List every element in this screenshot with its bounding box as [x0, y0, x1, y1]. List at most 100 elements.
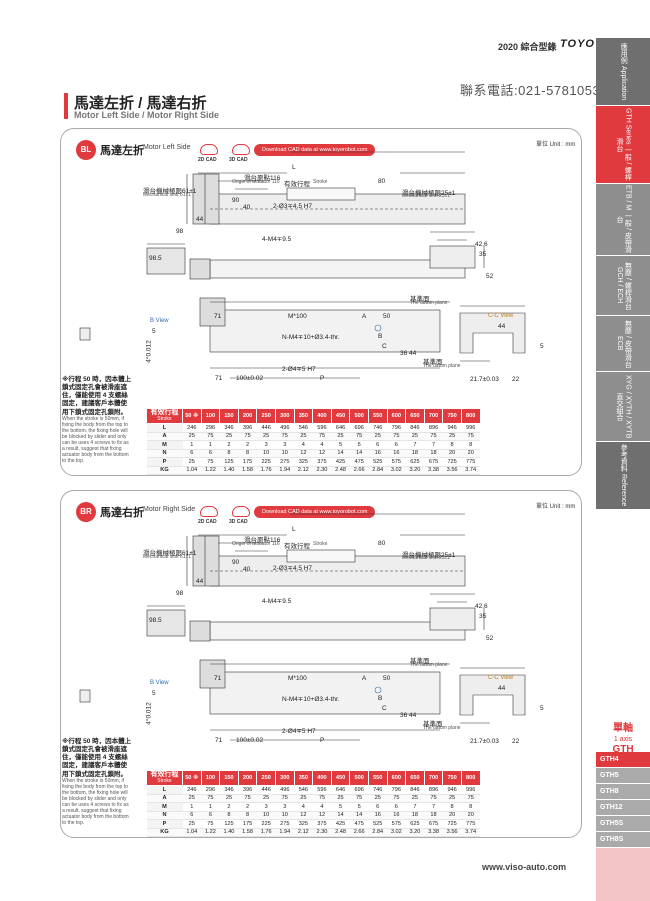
- mech-limit-left-en: Mechanical limit 61±1: [143, 192, 192, 198]
- table-cell: 75: [387, 794, 406, 803]
- technical-drawing: [79, 513, 526, 741]
- model-tab-gth5s[interactable]: GTH5S: [596, 816, 650, 832]
- row-header: L: [146, 423, 183, 433]
- motor-front: [192, 535, 220, 587]
- download-cad-button[interactable]: Download CAD data at www.toyorobot.com: [254, 506, 376, 518]
- model-tab-gth8[interactable]: GTH8: [596, 784, 650, 800]
- section-mark-B: B: [378, 695, 383, 702]
- cad-3d-cloud-icon[interactable]: [232, 506, 250, 517]
- stroke-col-header: 800: [460, 770, 481, 786]
- model-tab-gth4[interactable]: GTH4: [596, 752, 650, 768]
- dim-71-b: 71: [215, 737, 223, 744]
- table-cell: 1.40: [219, 466, 239, 475]
- model-tab-gth5[interactable]: GTH5: [596, 768, 650, 784]
- dim-71: 71: [214, 313, 222, 320]
- table-cell: 75: [201, 432, 220, 441]
- sidebar-tab-gth[interactable]: GTH Series 一般 / 螺桿滑台: [596, 106, 650, 184]
- table-cell: 3: [275, 802, 295, 812]
- table-cell: 725: [442, 819, 462, 829]
- table-cell: 20: [442, 449, 462, 458]
- sidebar-tab-gch[interactable]: 無塵 / 螺桿滑台 GCH / ECH: [596, 256, 650, 316]
- sidebar-tab-xyg[interactable]: XYG / XYTH / XYTB 直交組合: [596, 372, 650, 442]
- sidebar-tab-etb[interactable]: ETB / M 一般 / 皮帶滑台: [596, 184, 650, 256]
- model-tab-gth12[interactable]: GTH12: [596, 800, 650, 816]
- sidebar-tab-application[interactable]: 應用例 Application: [596, 38, 650, 106]
- dim-44-cc: 44: [498, 323, 506, 330]
- stroke-col-header: 100: [200, 770, 221, 786]
- dim-5: 5: [152, 328, 156, 335]
- stroke-col-header: 300: [274, 770, 295, 786]
- stroke-label-en: Stroke: [313, 179, 328, 185]
- table-cell: 1.22: [201, 828, 220, 837]
- cad-3d-cloud-icon[interactable]: [232, 144, 250, 155]
- dim-tolerance: 4°0.012: [145, 340, 153, 363]
- table-cell: 3.20: [405, 466, 425, 475]
- dim-36: 36: [400, 712, 408, 719]
- table-cell: 275: [275, 819, 295, 829]
- dim-M100: M*100: [288, 675, 307, 682]
- dim-42-6: 42.6: [475, 241, 488, 248]
- table-cell: 2: [238, 802, 257, 812]
- dim-A: A: [362, 675, 367, 682]
- dim-98: 98: [176, 590, 184, 597]
- stroke-col-header: 500: [349, 408, 369, 424]
- hole-callout: 2-Ø3∓4.5 H7: [273, 203, 313, 210]
- table-cell: 10: [275, 449, 295, 458]
- table-cell: 75: [349, 794, 369, 803]
- sidebar-tab-ecb[interactable]: 無塵 / 皮帶滑台 ECB: [596, 316, 650, 372]
- actuator-body-top: [209, 259, 466, 279]
- m4-callout: 4-M4∓9.5: [262, 598, 292, 605]
- sidebar-tab-reference[interactable]: 參考資料 Reference: [596, 442, 650, 510]
- table-cell: 25: [219, 794, 239, 803]
- table-cell: 5: [331, 440, 350, 450]
- cc-view-label: C-C View: [488, 675, 514, 681]
- table-cell: 18: [405, 449, 425, 458]
- table-cell: 8: [442, 802, 462, 812]
- cad-2d-cloud-icon[interactable]: [200, 144, 218, 155]
- table-cell: 7: [424, 802, 443, 812]
- dim-90: 90: [232, 197, 240, 204]
- table-cell: 2.66: [349, 466, 369, 475]
- table-cell: 25: [182, 432, 202, 441]
- dim-40: 40: [243, 566, 251, 573]
- table-cell: 75: [312, 794, 332, 803]
- download-cad-button[interactable]: Download CAD data at www.toyorobot.com: [254, 144, 376, 156]
- dim-tolerance: 4°0.012: [145, 702, 153, 725]
- table-cell: 596: [312, 423, 332, 433]
- cad-2d-label: 2D CAD: [198, 519, 217, 525]
- table-cell: 675: [424, 457, 443, 467]
- cad-2d-cloud-icon[interactable]: [200, 506, 218, 517]
- row-header: A: [146, 432, 183, 441]
- end-view: [429, 245, 476, 269]
- table-cell: 225: [256, 457, 276, 467]
- stroke-label: 有效行程: [284, 181, 310, 188]
- stroke-col-header: 500: [349, 770, 369, 786]
- actuator-body-top: [209, 621, 466, 641]
- table-cell: 625: [405, 819, 425, 829]
- n-callout: N-M4∓10+Ø3.4-thr.: [282, 696, 340, 703]
- dim-52: 52: [486, 273, 494, 280]
- table-cell: 896: [424, 785, 443, 795]
- dim-100: 100±0.02: [236, 375, 264, 382]
- table-cell: 3.02: [387, 466, 406, 475]
- table-cell: 25: [331, 794, 350, 803]
- mech-limit-left: 滑台機械極限61±1: [143, 550, 197, 557]
- footer-url[interactable]: www.viso-auto.com: [482, 862, 567, 872]
- table-cell: 6: [201, 449, 220, 458]
- stroke-col-header: 150: [219, 770, 239, 786]
- slider-front: [286, 549, 356, 563]
- stroke-col-header: 50 ※: [182, 408, 202, 424]
- motor-top: [146, 247, 186, 275]
- table-cell: 175: [238, 819, 257, 829]
- dim-52: 52: [486, 635, 494, 642]
- model-tab-gth8s[interactable]: GTH8S: [596, 832, 650, 848]
- table-cell: 3.74: [461, 828, 480, 837]
- table-cell: 6: [182, 449, 202, 458]
- stroke-note-en: When the stroke is 50mm, if fixing the b…: [62, 778, 129, 826]
- table-cell: 246: [182, 423, 202, 433]
- table-cell: 75: [387, 432, 406, 441]
